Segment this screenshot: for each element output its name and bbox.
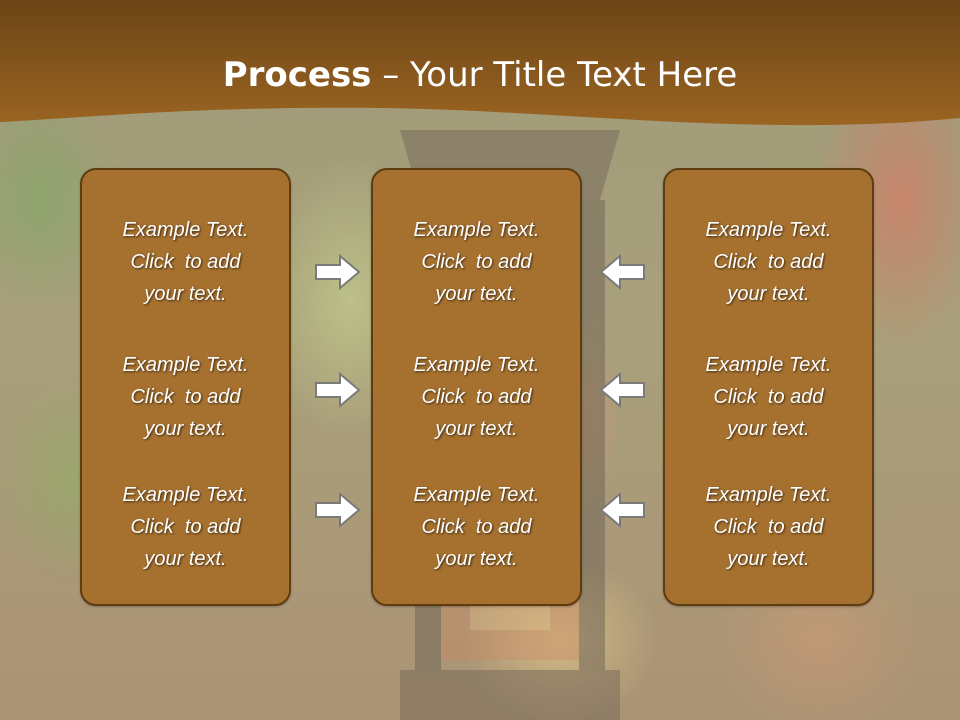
text-placeholder[interactable]: Example Text. Click to add your text. <box>665 349 872 445</box>
text-placeholder[interactable]: Example Text. Click to add your text. <box>82 479 289 575</box>
text-line: Example Text. <box>122 484 249 506</box>
right-arrow-icon <box>315 371 361 409</box>
text-line: Click to add <box>421 251 532 273</box>
text-line: Click to add <box>130 516 241 538</box>
text-line: your text. <box>435 283 518 305</box>
text-placeholder[interactable]: Example Text. Click to add your text. <box>82 214 289 310</box>
text-line: Example Text. <box>705 484 832 506</box>
text-placeholder[interactable]: Example Text. Click to add your text. <box>665 214 872 310</box>
right-arrow-icon <box>315 253 361 291</box>
text-line: Click to add <box>130 386 241 408</box>
text-line: Click to add <box>713 251 824 273</box>
right-arrow-icon <box>315 491 361 529</box>
left-arrow-icon <box>599 253 645 291</box>
text-line: Example Text. <box>413 219 540 241</box>
text-line: Click to add <box>421 386 532 408</box>
text-line: Click to add <box>421 516 532 538</box>
text-placeholder[interactable]: Example Text. Click to add your text. <box>665 479 872 575</box>
process-box-left[interactable]: Example Text. Click to add your text. Ex… <box>80 168 291 606</box>
text-line: Example Text. <box>413 354 540 376</box>
text-placeholder[interactable]: Example Text. Click to add your text. <box>82 349 289 445</box>
left-arrow-icon <box>599 491 645 529</box>
text-line: your text. <box>435 548 518 570</box>
header-band <box>0 0 960 126</box>
process-box-center[interactable]: Example Text. Click to add your text. Ex… <box>371 168 582 606</box>
text-line: Click to add <box>713 516 824 538</box>
text-placeholder[interactable]: Example Text. Click to add your text. <box>373 214 580 310</box>
text-line: Example Text. <box>705 354 832 376</box>
text-line: your text. <box>435 418 518 440</box>
page-title: Process – Your Title Text Here <box>0 52 960 98</box>
title-bold: Process <box>222 55 372 95</box>
text-line: Example Text. <box>122 219 249 241</box>
text-line: your text. <box>727 418 810 440</box>
text-line: Example Text. <box>413 484 540 506</box>
text-line: Example Text. <box>122 354 249 376</box>
text-line: your text. <box>144 283 227 305</box>
text-line: Click to add <box>713 386 824 408</box>
text-placeholder[interactable]: Example Text. Click to add your text. <box>373 349 580 445</box>
text-line: your text. <box>144 418 227 440</box>
left-arrow-icon <box>599 371 645 409</box>
text-line: your text. <box>727 548 810 570</box>
text-line: your text. <box>144 548 227 570</box>
text-placeholder[interactable]: Example Text. Click to add your text. <box>373 479 580 575</box>
process-box-right[interactable]: Example Text. Click to add your text. Ex… <box>663 168 874 606</box>
text-line: Example Text. <box>705 219 832 241</box>
title-rest: – Your Title Text Here <box>371 55 738 95</box>
text-line: your text. <box>727 283 810 305</box>
text-line: Click to add <box>130 251 241 273</box>
